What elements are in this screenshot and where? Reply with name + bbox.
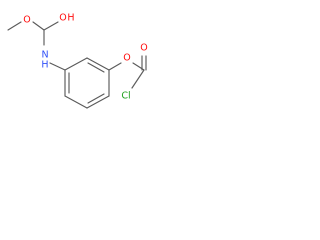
atom-o-carbonyl-cl: O bbox=[140, 43, 147, 54]
bond-n-ring bbox=[49, 62, 66, 71]
ring-inner-double-2 bbox=[87, 93, 105, 104]
bond-carbamate-c-hydroxy-o bbox=[43, 21, 59, 31]
ring-inner-double-1 bbox=[87, 62, 105, 73]
ring-bond-5 bbox=[64, 95, 88, 109]
atom-o-ester: O bbox=[123, 53, 130, 64]
ring-bond-2 bbox=[86, 57, 110, 71]
chemical-structure-diagram: O O H N H O O Cl bbox=[7, 13, 148, 109]
atom-h-carbamate: H bbox=[67, 13, 74, 24]
ring-bond-4 bbox=[86, 95, 110, 109]
atom-cl: Cl bbox=[121, 91, 130, 102]
bond-methyl-methoxy-o bbox=[7, 21, 22, 31]
atom-n: N bbox=[41, 50, 48, 61]
atom-o-carbonyl: O bbox=[59, 13, 66, 24]
atom-h-amine: H bbox=[41, 60, 48, 71]
bond-ring-ester-o bbox=[108, 62, 122, 71]
ring-bond-1 bbox=[64, 57, 88, 71]
atom-o-methoxy: O bbox=[23, 15, 30, 26]
bond-methoxy-o-carbonyl-c bbox=[32, 21, 45, 31]
bond-carbonyl-c-cl bbox=[131, 69, 145, 89]
